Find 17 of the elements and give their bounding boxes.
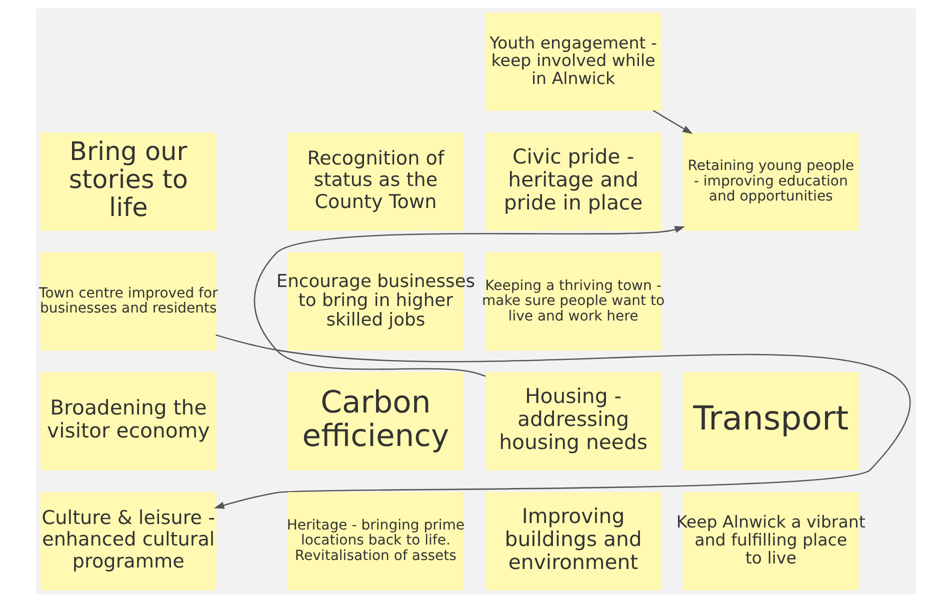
arrow [254, 226, 686, 377]
node-box: Carbon efficiency [288, 372, 464, 470]
arrow [652, 110, 693, 134]
node-box: Bring our stories to life [40, 132, 216, 231]
arrow [214, 334, 910, 509]
node-box: Broadening the visitor economy [40, 372, 216, 470]
node-box: Recognition of status as the County Town [288, 132, 464, 231]
node-box: Youth engagement - keep involved while in Alnwick [485, 12, 662, 111]
node-box: Civic pride - heritage and pride in place [485, 132, 662, 231]
node-box: Keeping a thriving town - make sure people want to live and work here [485, 252, 662, 351]
node-box: Retaining young people - improving education and opportunities [682, 132, 859, 231]
node-box: Improving buildings and environment [485, 492, 662, 590]
node-box: Housing - addressing housing needs [485, 372, 662, 470]
node-box: Culture & leisure - enhanced cultural programme [40, 492, 216, 590]
node-box: Heritage - bringing prime locations back to life. Revitalisation of assets [288, 492, 464, 590]
node-box: Town centre improved for businesses and residents [40, 252, 216, 351]
node-box: Transport [682, 372, 859, 470]
